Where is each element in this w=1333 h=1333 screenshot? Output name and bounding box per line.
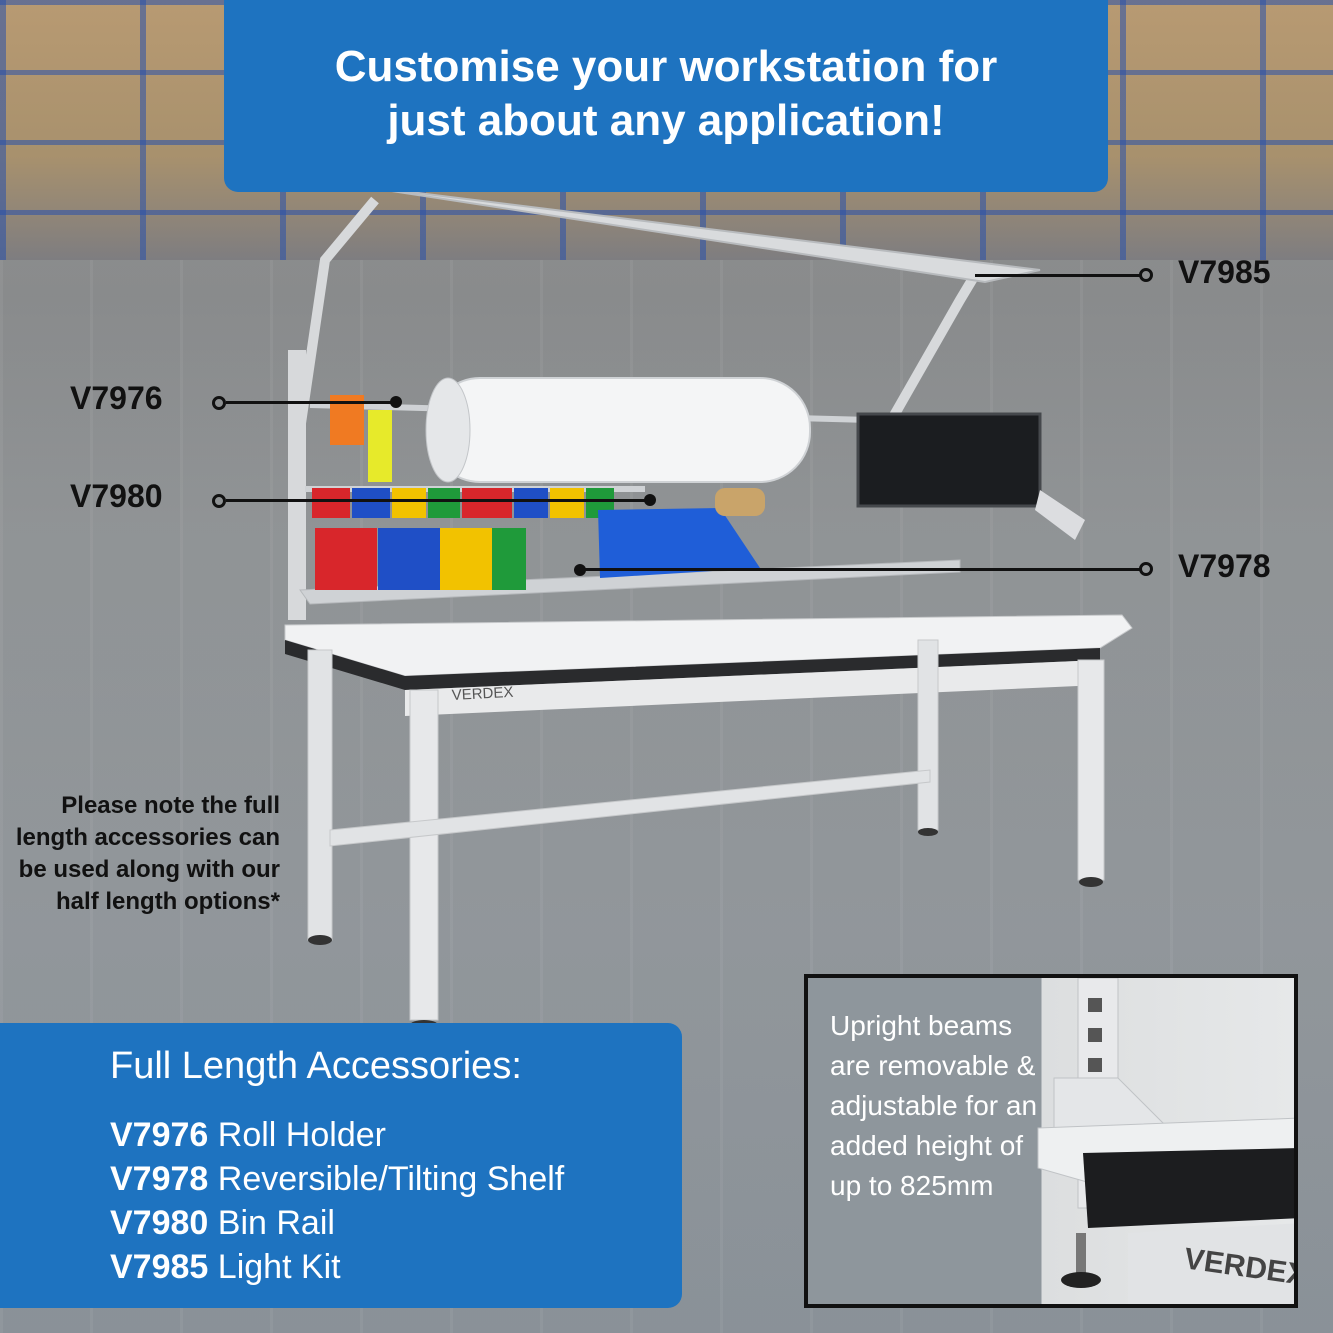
- desk-edge: [285, 640, 1100, 690]
- light-kit-frame-right: [875, 272, 980, 443]
- callout-v7976: V7976: [70, 380, 163, 416]
- light-kit-bar: [371, 187, 1041, 284]
- accessories-list: V7976 Roll Holder V7978 Reversible/Tilti…: [110, 1113, 564, 1289]
- upright-left: [288, 350, 306, 620]
- leg-front-right: [1077, 659, 1105, 881]
- inset-caption: Upright beams are removable & adjustable…: [830, 1010, 1038, 1201]
- callout-dot-v7978: [1139, 562, 1153, 576]
- callout-bullet-v7976: [390, 396, 402, 408]
- callout-line-v7976: [226, 401, 396, 404]
- upright-detail-inset: VERDEX Upright beams are removable & adj…: [804, 974, 1298, 1308]
- accessory-name: Light Kit: [217, 1248, 341, 1286]
- monitor: [856, 412, 1042, 508]
- callout-line-v7980: [226, 499, 650, 502]
- accessory-code: V7985: [110, 1248, 209, 1286]
- accessory-item: V7980 Bin Rail: [110, 1201, 564, 1245]
- accessory-name: Bin Rail: [217, 1204, 335, 1242]
- leg-back-left: [307, 649, 333, 941]
- callout-dot-v7980: [212, 494, 226, 508]
- accessory-item: V7978 Reversible/Tilting Shelf: [110, 1157, 564, 1201]
- accessory-name: Reversible/Tilting Shelf: [217, 1160, 565, 1198]
- accessory-code: V7976: [110, 1116, 209, 1154]
- callout-dot-v7985: [1139, 268, 1153, 282]
- small-bins: [312, 488, 614, 518]
- callout-v7985: V7985: [1178, 254, 1271, 290]
- title-line-1: Customise your workstation for: [334, 42, 998, 91]
- accessories-panel: Full Length Accessories: V7976 Roll Hold…: [0, 1023, 682, 1308]
- accessory-name: Roll Holder: [217, 1116, 386, 1154]
- callout-line-v7978: [580, 568, 1140, 571]
- half-length-note: Please note the full length accessories …: [15, 792, 280, 915]
- callout-bullet-v7980: [644, 494, 656, 506]
- page-title: Customise your workstation for just abou…: [224, 40, 1108, 148]
- desk-brand-label: VERDEX: [451, 684, 513, 704]
- accessory-code: V7980: [110, 1204, 209, 1242]
- keyboard: [1035, 490, 1085, 540]
- accessory-code: V7978: [110, 1160, 209, 1198]
- title-banner: Customise your workstation for just abou…: [224, 0, 1108, 192]
- stretcher: [329, 769, 931, 847]
- leg-back-right: [917, 639, 939, 831]
- upright-detail-image: VERDEX: [1037, 978, 1294, 1304]
- leg-front-left: [409, 689, 439, 1021]
- callout-v7978: V7978: [1178, 548, 1271, 584]
- callout-dot-v7976: [212, 396, 226, 410]
- paper-roll: [429, 377, 811, 483]
- accessory-item: V7976 Roll Holder: [110, 1113, 564, 1157]
- callout-line-v7985: [975, 274, 1141, 277]
- tape-dispenser: [715, 488, 765, 516]
- accessories-heading: Full Length Accessories:: [110, 1045, 522, 1087]
- large-bins: [315, 508, 760, 590]
- accessory-item: V7985 Light Kit: [110, 1245, 564, 1289]
- tag-roll-yellow: [368, 410, 392, 482]
- light-kit-frame: [295, 196, 379, 431]
- title-line-2: just about any application!: [387, 96, 945, 145]
- callout-v7980: V7980: [70, 478, 163, 514]
